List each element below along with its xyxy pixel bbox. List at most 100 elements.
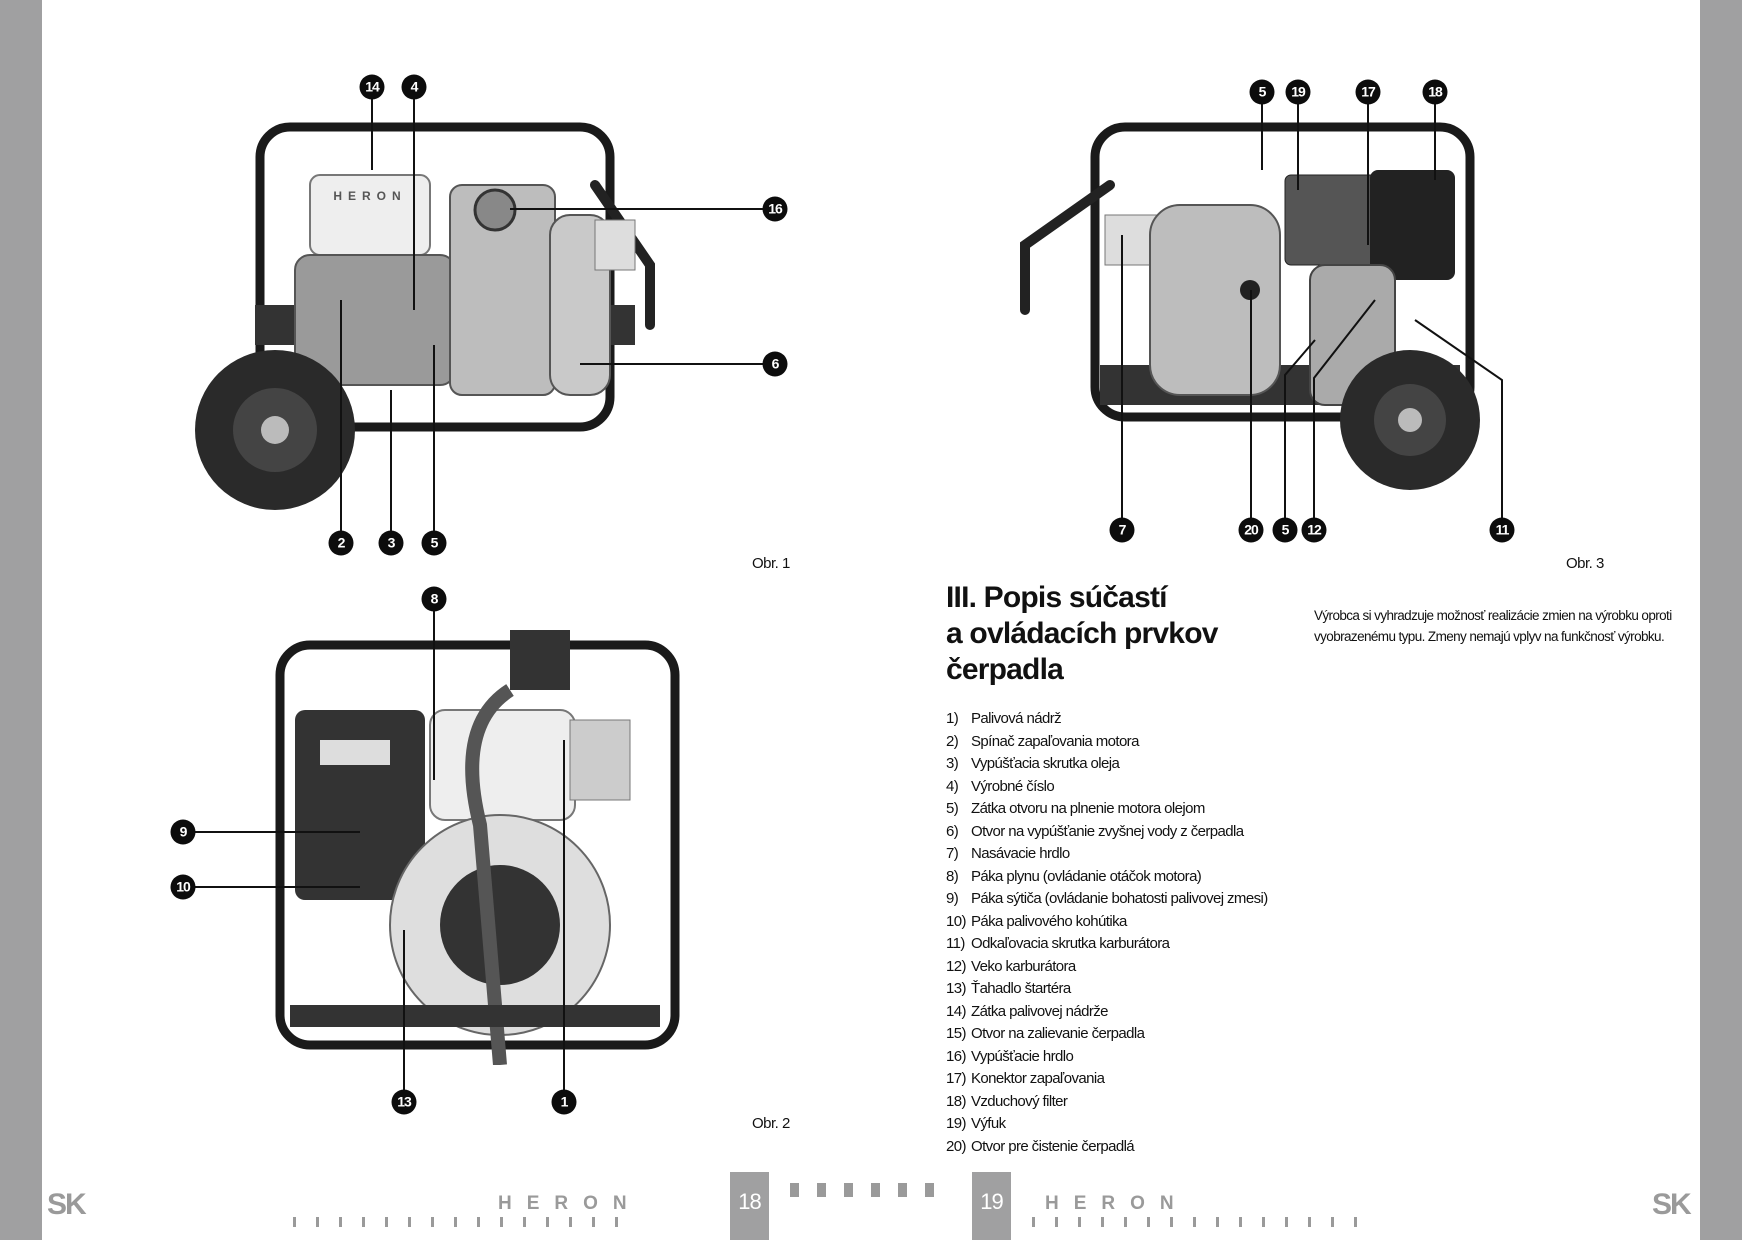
parts-list-item: 13)Ťahadlo štartéra bbox=[946, 978, 1268, 1001]
footer-brand-left: HERON bbox=[498, 1193, 642, 1214]
parts-list-item: 10) Páka palivového kohútika bbox=[946, 911, 1268, 934]
callout-9: 9 bbox=[170, 819, 196, 845]
part-label: Otvor na zalievanie čerpadla bbox=[971, 1025, 1145, 1042]
part-label: Páka palivového kohútika bbox=[971, 912, 1127, 930]
parts-list-item: 8) Páka plynu (ovládanie otáčok motora) bbox=[946, 866, 1268, 889]
part-number: 11) bbox=[946, 935, 965, 952]
part-number: 9) bbox=[946, 890, 959, 907]
parts-list-item: 1) Palivová nádrž bbox=[946, 708, 1268, 731]
callout-5b: 5 bbox=[1272, 517, 1298, 543]
callout-5: 5 bbox=[421, 530, 447, 556]
part-label: Výfuk bbox=[971, 1115, 1006, 1132]
part-number: 18) bbox=[946, 1092, 966, 1110]
section-title-line: III. Popis súčastí bbox=[946, 581, 1167, 614]
callout-12: 12 bbox=[1301, 517, 1327, 543]
parts-list-item: 19) Výfuk bbox=[946, 1113, 1268, 1136]
part-number: 17) bbox=[946, 1070, 966, 1087]
part-label: Palivová nádrž bbox=[971, 710, 1062, 727]
part-label: Spínač zapaľovania motora bbox=[971, 732, 1139, 750]
change-notice: Výrobca si vyhradzuje možnosť realizácie… bbox=[1314, 608, 1672, 644]
part-number: 15) bbox=[946, 1025, 966, 1042]
callout-3: 3 bbox=[378, 530, 404, 556]
parts-list-item: 15) Otvor na zalievanie čerpadla bbox=[946, 1023, 1268, 1046]
part-label: Veko karburátora bbox=[971, 957, 1076, 975]
callout-13: 13 bbox=[391, 1089, 417, 1115]
parts-list-item: 11) Odkaľovacia skrutka karburátora bbox=[946, 933, 1268, 956]
part-number: 10) bbox=[946, 912, 966, 930]
parts-list: 1) Palivová nádrž 2)Spínač zapaľovania mot… bbox=[946, 708, 1268, 1158]
part-label: Zátka otvoru na plnenie motora olejom bbox=[971, 800, 1205, 817]
parts-list-item: 20) Otvor pre čistenie čerpadlá bbox=[946, 1136, 1268, 1159]
callout-16: 16 bbox=[762, 196, 788, 222]
language-code-left: SK bbox=[47, 1188, 87, 1221]
part-label: Vzduchový filter bbox=[971, 1092, 1068, 1110]
callout-7: 7 bbox=[1109, 517, 1135, 543]
left-margin-bar bbox=[0, 0, 42, 1240]
part-label: Vypúšťacia skrutka oleja bbox=[971, 755, 1120, 772]
parts-list-item: 7) Nasávacie hrdlo bbox=[946, 843, 1268, 866]
part-label: Výrobné číslo bbox=[971, 777, 1055, 795]
part-number: 20) bbox=[946, 1137, 966, 1155]
parts-list-item: 17) Konektor zapaľovania bbox=[946, 1068, 1268, 1091]
pump-figure-3 bbox=[1020, 122, 1480, 490]
callout-11: 11 bbox=[1489, 517, 1515, 543]
parts-list-item: 2)Spínač zapaľovania motora bbox=[946, 731, 1268, 754]
figure-3-caption: Obr. 3 bbox=[1566, 555, 1604, 572]
part-number: 12) bbox=[946, 957, 966, 975]
part-label: Odkaľovacia skrutka karburátora bbox=[971, 935, 1170, 952]
callout-20: 20 bbox=[1238, 517, 1264, 543]
callout-8: 8 bbox=[421, 586, 447, 612]
parts-list-item: 3) Vypúšťacia skrutka oleja bbox=[946, 753, 1268, 776]
section-title-line: a ovládacích prvkov bbox=[946, 617, 1218, 650]
page-number-left: 18 bbox=[730, 1172, 769, 1240]
parts-list-item: 5) Zátka otvoru na plnenie motora olejom bbox=[946, 798, 1268, 821]
parts-list-item: 14) Zátka palivovej nádrže bbox=[946, 1001, 1268, 1024]
part-number: 16) bbox=[946, 1047, 966, 1065]
parts-list-item: 6) Otvor na vypúšťanie zvyšnej vody z čer… bbox=[946, 821, 1268, 844]
right-margin-bar bbox=[1700, 0, 1742, 1240]
part-label: Otvor pre čistenie čerpadlá bbox=[971, 1137, 1135, 1155]
part-number: 3) bbox=[946, 755, 959, 772]
pump-figure-1: HERON bbox=[195, 122, 655, 510]
part-number: 19) bbox=[946, 1115, 966, 1132]
callout-4: 4 bbox=[401, 74, 427, 100]
parts-list-item: 16) Vypúšťacie hrdlo bbox=[946, 1046, 1268, 1069]
part-number: 5) bbox=[946, 800, 959, 817]
callout-5: 5 bbox=[1249, 79, 1275, 105]
callout-14: 14 bbox=[359, 74, 385, 100]
part-label: Zátka palivovej nádrže bbox=[971, 1002, 1108, 1020]
parts-list-item: 4) Výrobné číslo bbox=[946, 776, 1268, 799]
language-code-right: SK bbox=[1652, 1188, 1692, 1221]
part-number: 8) bbox=[946, 867, 959, 885]
part-label: Páka sýtiča (ovládanie bohatosti palivov… bbox=[971, 890, 1268, 907]
part-label: Ťahadlo štartéra bbox=[971, 980, 1071, 997]
parts-list-item: 12) Veko karburátora bbox=[946, 956, 1268, 979]
callout-6: 6 bbox=[762, 351, 788, 377]
callout-1: 1 bbox=[551, 1089, 577, 1115]
callout-18: 18 bbox=[1422, 79, 1448, 105]
section-title-line: čerpadla bbox=[946, 653, 1064, 686]
part-label: Páka plynu (ovládanie otáčok motora) bbox=[971, 867, 1202, 885]
figure-2-caption: Obr. 2 bbox=[752, 1115, 790, 1132]
footer-decoration-middle bbox=[790, 1183, 934, 1197]
part-number: 4) bbox=[946, 777, 959, 795]
callout-10: 10 bbox=[170, 874, 196, 900]
callout-2: 2 bbox=[328, 530, 354, 556]
footer-brand-right: HERON bbox=[1045, 1193, 1189, 1214]
part-number: 1) bbox=[946, 710, 959, 727]
section-title: III. Popis súčastí a ovládacích prvkov č… bbox=[946, 580, 1218, 688]
part-label: Vypúšťacie hrdlo bbox=[971, 1047, 1074, 1065]
parts-list-item: 18) Vzduchový filter bbox=[946, 1091, 1268, 1114]
callout-17: 17 bbox=[1355, 79, 1381, 105]
figure-1-caption: Obr. 1 bbox=[752, 555, 790, 572]
part-number: 14) bbox=[946, 1002, 966, 1020]
parts-list-item: 9) Páka sýtiča (ovládanie bohatosti paliv… bbox=[946, 888, 1268, 911]
footer-decoration-left bbox=[293, 1217, 618, 1229]
footer-decoration-right bbox=[1032, 1217, 1357, 1229]
product-brand-label: HERON bbox=[333, 189, 406, 203]
part-label: Otvor na vypúšťanie zvyšnej vody z čerpa… bbox=[971, 822, 1244, 840]
part-number: 6) bbox=[946, 822, 959, 840]
part-label: Konektor zapaľovania bbox=[971, 1070, 1105, 1087]
part-number: 7) bbox=[946, 845, 959, 862]
part-label: Nasávacie hrdlo bbox=[971, 845, 1070, 862]
